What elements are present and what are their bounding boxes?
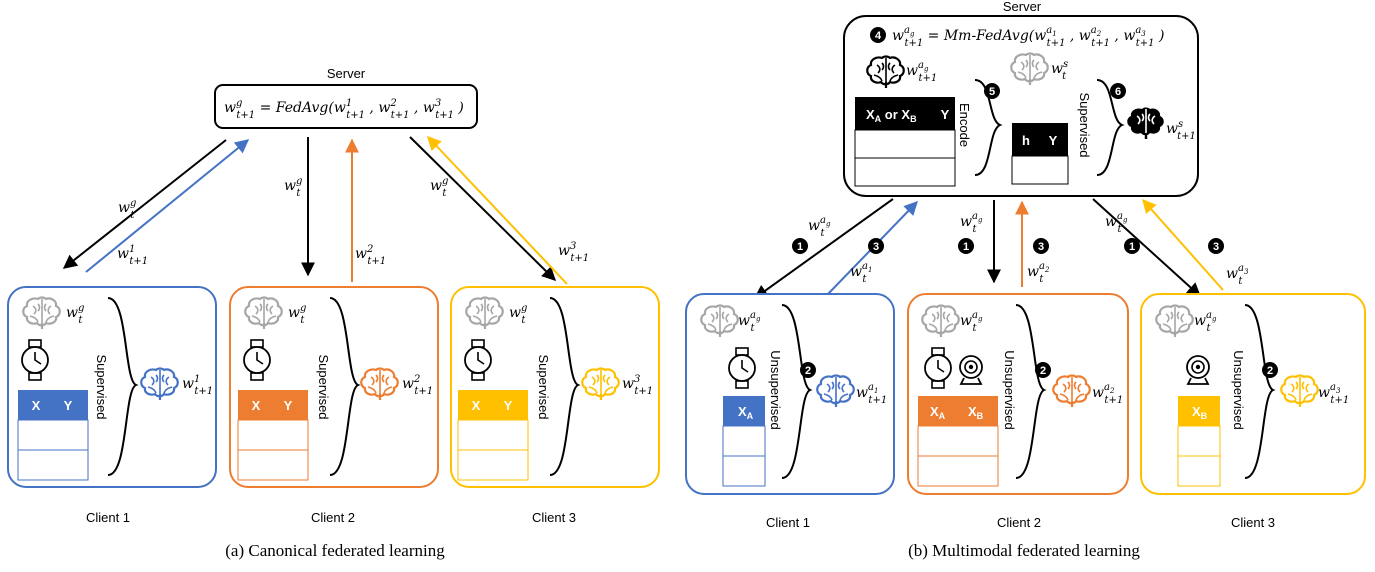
svg-text:2: 2 [805,365,811,377]
step-badge: 4 [875,30,882,42]
svg-text:wst: wst [1051,59,1068,82]
right-server-title: Server [1003,0,1042,14]
svg-text:1: 1 [963,241,969,253]
left-caption: (a) Canonical federated learning [225,541,445,560]
col-x: X [252,398,261,413]
arrow-down-client3 [1092,198,1202,297]
server-col-y: Y [941,107,950,122]
arrow-up-client3 [1142,198,1224,291]
right-caption: (b) Multimodal federated learning [908,541,1140,560]
table-header [18,390,88,420]
left-server-box [214,84,478,129]
arrow-up-client1 [85,139,250,273]
supervised-label: Supervised [316,354,331,419]
svg-text:2: 2 [1267,365,1273,377]
svg-text:3: 3 [873,241,879,253]
unsupervised-label: Unsupervised [1231,350,1246,430]
col-x: X [32,398,41,413]
col-x: X [472,398,481,413]
arrow-down-client1 [62,139,227,269]
client-label: Client 2 [997,515,1041,530]
arrow-down-client1 [753,198,894,299]
svg-text:1: 1 [797,241,803,253]
client-label: Client 3 [532,510,576,525]
svg-text:wgt: wgt [509,303,527,326]
supervised-label: Supervised [536,354,551,419]
client-label: Client 1 [766,515,810,530]
server-col-h: h [1022,133,1030,148]
svg-text:1: 1 [1129,241,1135,253]
arrow-down-client3 [409,136,556,281]
svg-text:wgt: wgt [288,303,306,326]
supervised-label: Supervised [94,354,109,419]
step-badge: 5 [989,86,995,98]
client-label: Client 3 [1231,515,1275,530]
encode-label: Encode [957,103,972,147]
col-y: Y [284,398,293,413]
left-server-title: Server [327,66,366,81]
supervised-label: Supervised [1077,92,1092,157]
server-col-y: Y [1049,133,1058,148]
arrow-up-client3 [427,135,568,285]
unsupervised-label: Unsupervised [768,350,783,430]
server-col-xa-xb: XA or XB [866,107,917,124]
client-label: Client 2 [311,510,355,525]
svg-text:wgt: wgt [66,303,84,326]
svg-text:3: 3 [1038,241,1044,253]
svg-text:3: 3 [1213,241,1219,253]
step-badge: 6 [1115,86,1121,98]
unsupervised-label: Unsupervised [1002,350,1017,430]
col-y: Y [504,398,513,413]
svg-text:2: 2 [1040,365,1046,377]
client-label: Client 1 [86,510,130,525]
col-y: Y [64,398,73,413]
